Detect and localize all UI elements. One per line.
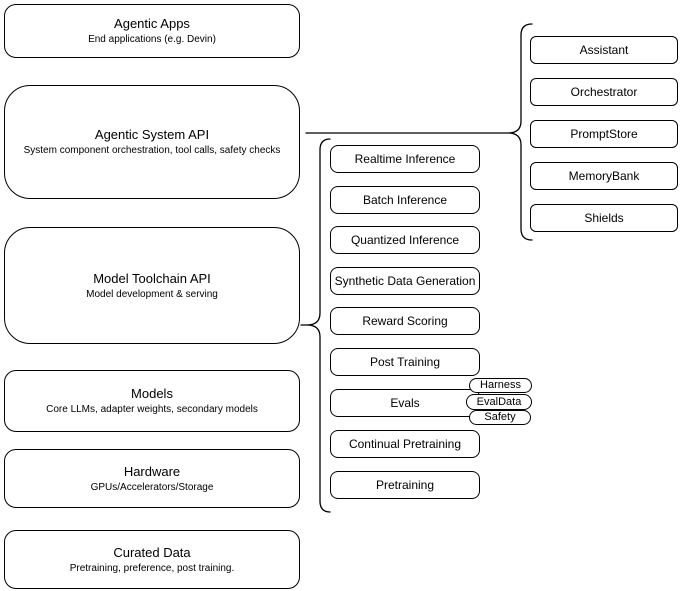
node-curated-data[interactable]: Curated Data Pretraining, preference, po… — [4, 530, 300, 589]
node-evals[interactable]: Evals — [330, 389, 480, 417]
node-subtitle: System component orchestration, tool cal… — [23, 145, 281, 156]
node-title: Models — [131, 386, 173, 401]
node-evals-harness[interactable]: Harness — [469, 378, 532, 393]
node-model-toolchain-api[interactable]: Model Toolchain API Model development & … — [4, 227, 300, 344]
node-realtime-inference[interactable]: Realtime Inference — [330, 145, 480, 173]
node-subtitle: Model development & serving — [86, 288, 218, 300]
system-brace — [507, 23, 533, 241]
node-orchestrator[interactable]: Orchestrator — [530, 78, 678, 106]
node-models[interactable]: Models Core LLMs, adapter weights, secon… — [4, 370, 300, 432]
node-hardware[interactable]: Hardware GPUs/Accelerators/Storage — [4, 449, 300, 508]
node-quantized-inference[interactable]: Quantized Inference — [330, 226, 480, 254]
node-evals-evaldata[interactable]: EvalData — [466, 394, 532, 410]
node-title: Agentic Apps — [114, 16, 190, 31]
node-title: Curated Data — [113, 544, 191, 560]
node-pretraining[interactable]: Pretraining — [330, 471, 480, 499]
node-subtitle: GPUs/Accelerators/Storage — [90, 481, 214, 493]
node-reward-scoring[interactable]: Reward Scoring — [330, 307, 480, 335]
node-title: Hardware — [123, 463, 181, 479]
node-subtitle: Pretraining, preference, post training. — [69, 562, 235, 574]
node-post-training[interactable]: Post Training — [330, 348, 480, 376]
node-agentic-system-api[interactable]: Agentic System API System component orch… — [4, 85, 300, 199]
node-promptstore[interactable]: PromptStore — [530, 120, 678, 148]
node-memorybank[interactable]: MemoryBank — [530, 162, 678, 190]
node-synthetic-data-generation[interactable]: Synthetic Data Generation — [330, 267, 480, 295]
node-assistant[interactable]: Assistant — [530, 36, 678, 64]
node-shields[interactable]: Shields — [530, 204, 678, 232]
node-evals-safety[interactable]: Safety — [469, 410, 531, 425]
toolchain-brace — [306, 138, 331, 513]
node-subtitle: End applications (e.g. Devin) — [88, 34, 216, 45]
node-title: Model Toolchain API — [93, 270, 211, 286]
node-continual-pretraining[interactable]: Continual Pretraining — [330, 430, 480, 458]
node-batch-inference[interactable]: Batch Inference — [330, 186, 480, 214]
node-title: Agentic System API — [94, 127, 210, 142]
node-subtitle: Core LLMs, adapter weights, secondary mo… — [46, 404, 258, 415]
node-agentic-apps[interactable]: Agentic Apps End applications (e.g. Devi… — [4, 4, 300, 58]
